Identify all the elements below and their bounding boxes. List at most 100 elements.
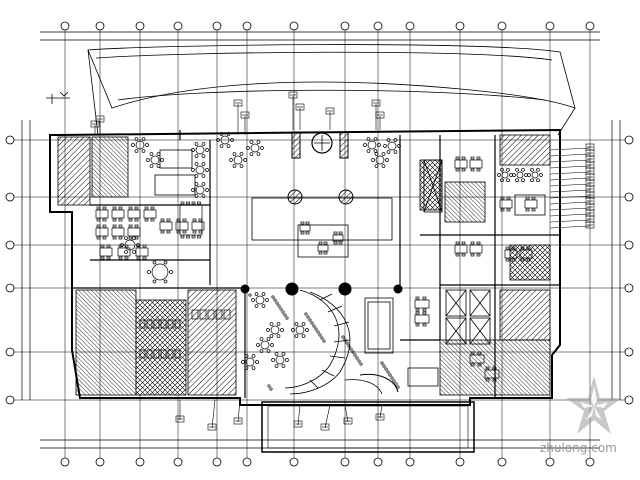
leader-line: [237, 399, 241, 423]
grid-bubble-right: [624, 347, 634, 357]
chair-symbol: [259, 337, 264, 341]
chair-symbol: [291, 328, 295, 332]
chair-symbol: [118, 224, 123, 228]
chair-symbol: [201, 154, 206, 158]
curved-stair: [284, 289, 399, 395]
chair-symbol: [422, 296, 427, 300]
chair-symbol: [393, 138, 398, 142]
chair-symbol: [246, 146, 250, 150]
chair-symbol: [192, 230, 197, 234]
chair-symbol: [160, 158, 164, 162]
grid-bubble-bottom: [585, 457, 595, 467]
chair-symbol: [205, 188, 209, 192]
furniture-dot: [279, 307, 283, 311]
chair-symbol: [461, 241, 466, 245]
chair-symbol: [150, 206, 155, 210]
chair-symbol: [176, 230, 181, 234]
chair-symbol: [112, 224, 117, 228]
furniture-dot: [308, 318, 312, 322]
chair-symbol: [118, 236, 123, 240]
grid-bubble-right: [624, 283, 634, 293]
chair-symbol: [506, 196, 511, 200]
chair-symbol: [216, 138, 220, 142]
chair-symbol: [515, 178, 519, 183]
chair-symbol: [374, 164, 379, 168]
chair-symbol: [415, 296, 420, 300]
chair-symbol: [120, 243, 124, 247]
chair-symbol: [134, 149, 139, 153]
chair-symbol: [106, 244, 111, 248]
round-table-symbol: [260, 340, 270, 350]
chair-symbol: [201, 162, 206, 166]
fixture-symbol: [160, 319, 167, 329]
tag-box: [375, 111, 385, 119]
chair-symbol: [144, 206, 149, 210]
chair-symbol: [476, 253, 481, 257]
tag-box: [207, 423, 217, 431]
chair-symbol: [485, 378, 490, 382]
furniture-dot: [388, 373, 392, 377]
chair-symbol: [166, 218, 171, 222]
furniture-dot: [359, 362, 363, 366]
chair-symbol: [492, 366, 497, 370]
chair-symbol: [305, 231, 310, 235]
table-symbol: [414, 314, 430, 324]
furniture-dot: [310, 321, 314, 325]
chair-symbol: [152, 279, 157, 284]
chair-symbol: [280, 328, 284, 332]
table-symbol: [519, 249, 533, 259]
round-table-symbol: [150, 155, 160, 165]
dimension-lines: [21, 31, 621, 449]
chair-symbol: [461, 253, 466, 257]
chair-symbol: [259, 349, 264, 353]
chair-symbol: [318, 241, 323, 245]
furniture-dot: [384, 367, 388, 371]
chair-symbol: [305, 328, 309, 332]
chair-symbol: [530, 167, 534, 172]
chair-symbol: [146, 158, 150, 162]
grid-bubble-bottom: [340, 457, 350, 467]
grid-bubble-bottom: [135, 457, 145, 467]
furniture-dot: [285, 316, 289, 320]
chair-symbol: [160, 230, 165, 234]
chair-symbol: [305, 221, 310, 225]
fixture-symbol: [139, 319, 146, 329]
chair-symbol: [271, 358, 275, 362]
chair-symbol: [301, 322, 306, 326]
chair-symbol: [323, 241, 328, 245]
grid-bubble-left: [5, 135, 15, 145]
chair-symbol: [422, 308, 427, 312]
grid-bubble-bottom: [242, 457, 252, 467]
chair-symbol: [521, 178, 525, 183]
entrance-canopy: [87, 44, 576, 136]
furniture-dot: [353, 353, 357, 357]
chair-symbol: [265, 298, 269, 302]
chair-symbol: [219, 132, 224, 136]
chair-symbol: [415, 311, 420, 315]
chair-symbol: [374, 152, 379, 156]
chair-symbol: [455, 241, 460, 245]
chair-symbol: [166, 230, 171, 234]
chair-symbol: [144, 218, 149, 222]
chair-symbol: [539, 173, 543, 177]
conference-tables: [154, 149, 439, 387]
grid-bubble-top: [173, 21, 183, 31]
furniture-dot: [281, 310, 285, 314]
chair-symbol: [363, 143, 367, 147]
chair-symbol: [191, 148, 195, 152]
grid-bubble-top: [340, 21, 350, 31]
grid-bubble-top: [497, 21, 507, 31]
chair-symbol: [219, 144, 224, 148]
grid-bubble-left: [5, 283, 15, 293]
fixture-symbol: [199, 309, 207, 320]
fixture-symbol: [215, 309, 223, 320]
chair-symbol: [191, 235, 196, 239]
grid-bubble-top: [455, 21, 465, 31]
chair-symbol: [294, 322, 299, 326]
furniture-dot: [269, 387, 273, 391]
chair-symbol: [512, 173, 516, 177]
grid-bubble-bottom: [455, 457, 465, 467]
chair-symbol: [266, 349, 271, 353]
chair-symbol: [455, 168, 460, 172]
furniture-dot: [347, 344, 351, 348]
